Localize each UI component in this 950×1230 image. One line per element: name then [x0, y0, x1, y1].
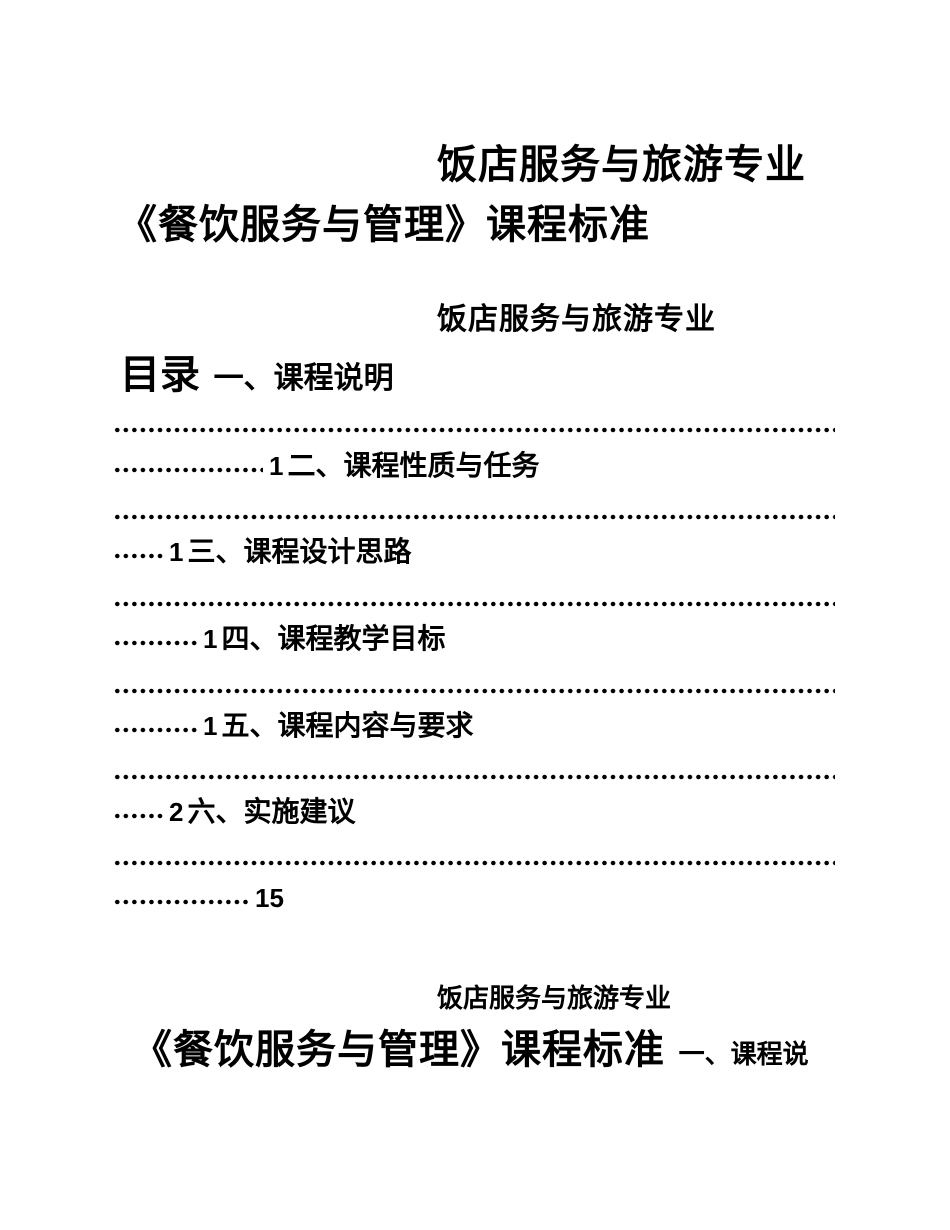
- body-course-title: 《餐饮服务与管理》课程标准: [132, 1026, 665, 1073]
- toc-leader-dots: [113, 599, 835, 609]
- toc-leader-dots: [113, 425, 835, 435]
- toc-entry-heading-1[interactable]: 一、课程说明: [213, 361, 394, 396]
- toc-major-title: 饭店服务与旅游专业: [437, 302, 716, 337]
- toc-header-line: 目录 一、课程说明: [120, 355, 394, 395]
- body-title-line: 《餐饮服务与管理》课程标准 一、课程说: [132, 1030, 809, 1070]
- toc-leader-dots: [113, 811, 163, 821]
- toc-leader-dots: [113, 725, 197, 735]
- toc-page-number: 1: [269, 451, 284, 481]
- toc-entry[interactable]: 15: [113, 884, 288, 912]
- toc-leader-dots: [113, 465, 263, 475]
- toc-leader-dots: [113, 638, 197, 648]
- toc-page-number: 15: [255, 883, 284, 913]
- toc-leader-dots: [113, 897, 249, 907]
- toc-entry-heading-6: 六、实施建议: [187, 795, 356, 828]
- cover-major-title: 饭店服务与旅游专业: [437, 141, 806, 188]
- toc-entry-heading-4: 四、课程教学目标: [221, 622, 446, 655]
- toc-leader-dots: [113, 772, 835, 782]
- toc-page-number: 1: [169, 537, 184, 567]
- body-major-title: 饭店服务与旅游专业: [437, 984, 672, 1014]
- toc-page-number: 1: [203, 624, 218, 654]
- toc-leader-dots: [113, 512, 835, 522]
- toc-entry-heading-2: 二、课程性质与任务: [287, 449, 540, 482]
- cover-course-title: 《餐饮服务与管理》课程标准: [117, 201, 650, 248]
- toc-leader-dots: [113, 858, 835, 868]
- toc-page-number: 1: [203, 711, 218, 741]
- toc-leader-dots: [113, 686, 835, 696]
- toc-entry-heading-5: 五、课程内容与要求: [221, 709, 474, 742]
- section-heading-1: 一、课程说: [678, 1040, 809, 1070]
- toc-entry-heading-3: 三、课程设计思路: [187, 535, 412, 568]
- toc-title: 目录: [120, 351, 200, 398]
- toc-leader-dots: [113, 551, 163, 561]
- toc-page-number: 2: [169, 797, 184, 827]
